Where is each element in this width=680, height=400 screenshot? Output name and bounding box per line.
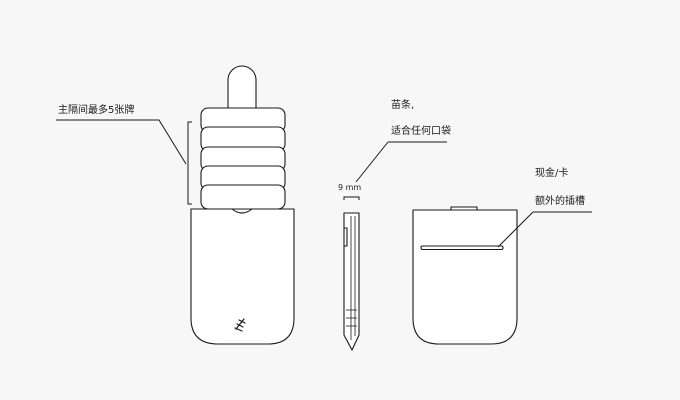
slim-label-line2: 适合任何口袋 (391, 126, 451, 137)
slim-label-line1: 苗条, (391, 100, 415, 111)
side-detail-lines (346, 309, 357, 327)
wallet-body-back (412, 209, 518, 345)
slot-leader-line (497, 211, 592, 248)
capacity-label: 主隔间最多5张牌 (58, 105, 135, 116)
wallet-body-front (190, 208, 295, 345)
slot-label-line2: 额外的插槽 (535, 196, 585, 207)
pull-tab (227, 65, 257, 113)
wallet-side-view (343, 212, 360, 351)
feather-logo-icon (234, 318, 246, 332)
cash-card-slot (420, 245, 504, 251)
back-top-tab (450, 206, 478, 210)
slot-label-line1: 现金/卡 (535, 168, 569, 179)
capacity-bracket (187, 121, 192, 205)
thickness-dimension (343, 196, 360, 200)
card-5 (200, 184, 286, 210)
slim-leader-line (355, 141, 447, 183)
thickness-label: 9 mm (338, 183, 362, 192)
side-card-edge (344, 227, 348, 247)
capacity-leader-line (56, 119, 187, 165)
